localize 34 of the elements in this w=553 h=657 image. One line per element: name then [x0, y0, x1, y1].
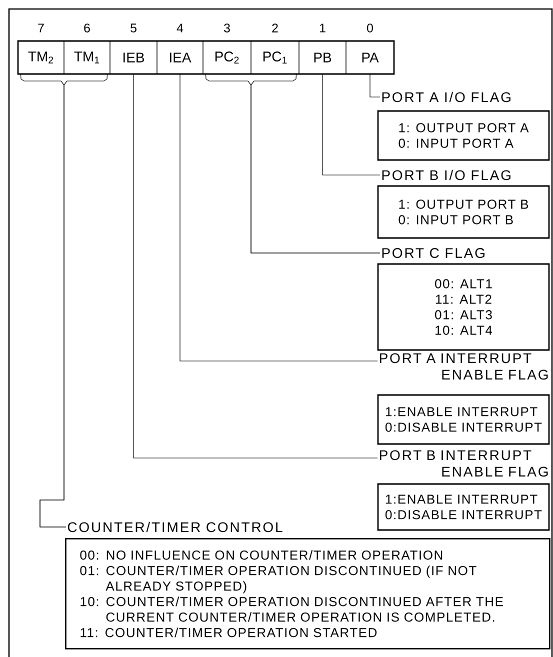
flag-label: COUNTER/TIMER CONTROL — [68, 522, 282, 532]
register-cell: PC$_{1}$ — [250, 40, 300, 74]
bit-number: 2 — [272, 24, 278, 32]
flag-label: PORT B INTERRUPT ENABLE FLAG — [380, 450, 548, 477]
register-cell: TM$_{2}$ — [18, 40, 64, 74]
description-box: 00: ALT1 11: ALT2 01: ALT3 10: ALT4 — [377, 263, 550, 351]
bit-number: 7 — [38, 24, 44, 32]
flag-label: PORT A INTERRUPT ENABLE FLAG — [380, 353, 548, 380]
register-cell: PC$_{2}$ — [202, 40, 252, 74]
leader-line — [250, 74, 380, 254]
bit-number: 0 — [367, 24, 373, 32]
register-cell: PA — [346, 40, 394, 74]
register-cell: IEB — [110, 40, 158, 74]
leader-line — [370, 74, 380, 98]
register-cell: IEA — [156, 40, 204, 74]
leader-line — [322, 74, 380, 176]
bit-number: 3 — [224, 24, 230, 32]
flag-label: PORT A I/O FLAG — [382, 92, 510, 102]
description-box: 1: OUTPUT PORT A 0: INPUT PORT A — [377, 110, 550, 161]
bit-number: 4 — [176, 24, 184, 32]
register-cell: TM$_{1}$ — [64, 40, 110, 74]
register-cell: PB — [298, 40, 346, 74]
bit-number: 5 — [130, 24, 136, 32]
flag-label: PORT C FLAG — [382, 248, 484, 258]
description-box: 1: OUTPUT PORT B 0: INPUT PORT B — [377, 185, 550, 239]
description-box: 00: NO INFLUENCE ON COUNTER/TIMER OPERATION 01: COUNTER/TIMER OPERATION DISCONTINUED (IF NOT ALREADY STOPPED) 10: COUNTER/TIMER OPERATION DISCONTINUED AFTER THE CURRENT COUNTER/TIMER OPERATION IS COMPLETED. 11: COUNTER/TIMER OPERATION STARTED — [65, 538, 550, 650]
description-box: 1:ENABLE INTERRUPT 0:DISABLE INTERRUPT — [377, 483, 550, 531]
leader-line — [133, 74, 378, 458]
leader-line — [40, 74, 108, 528]
bit-number: 1 — [320, 24, 326, 32]
flag-label: PORT B I/O FLAG — [382, 170, 510, 180]
bit-number: 6 — [84, 24, 90, 32]
leader-line — [180, 74, 378, 362]
description-box: 1:ENABLE INTERRUPT 0:DISABLE INTERRUPT — [377, 394, 550, 445]
